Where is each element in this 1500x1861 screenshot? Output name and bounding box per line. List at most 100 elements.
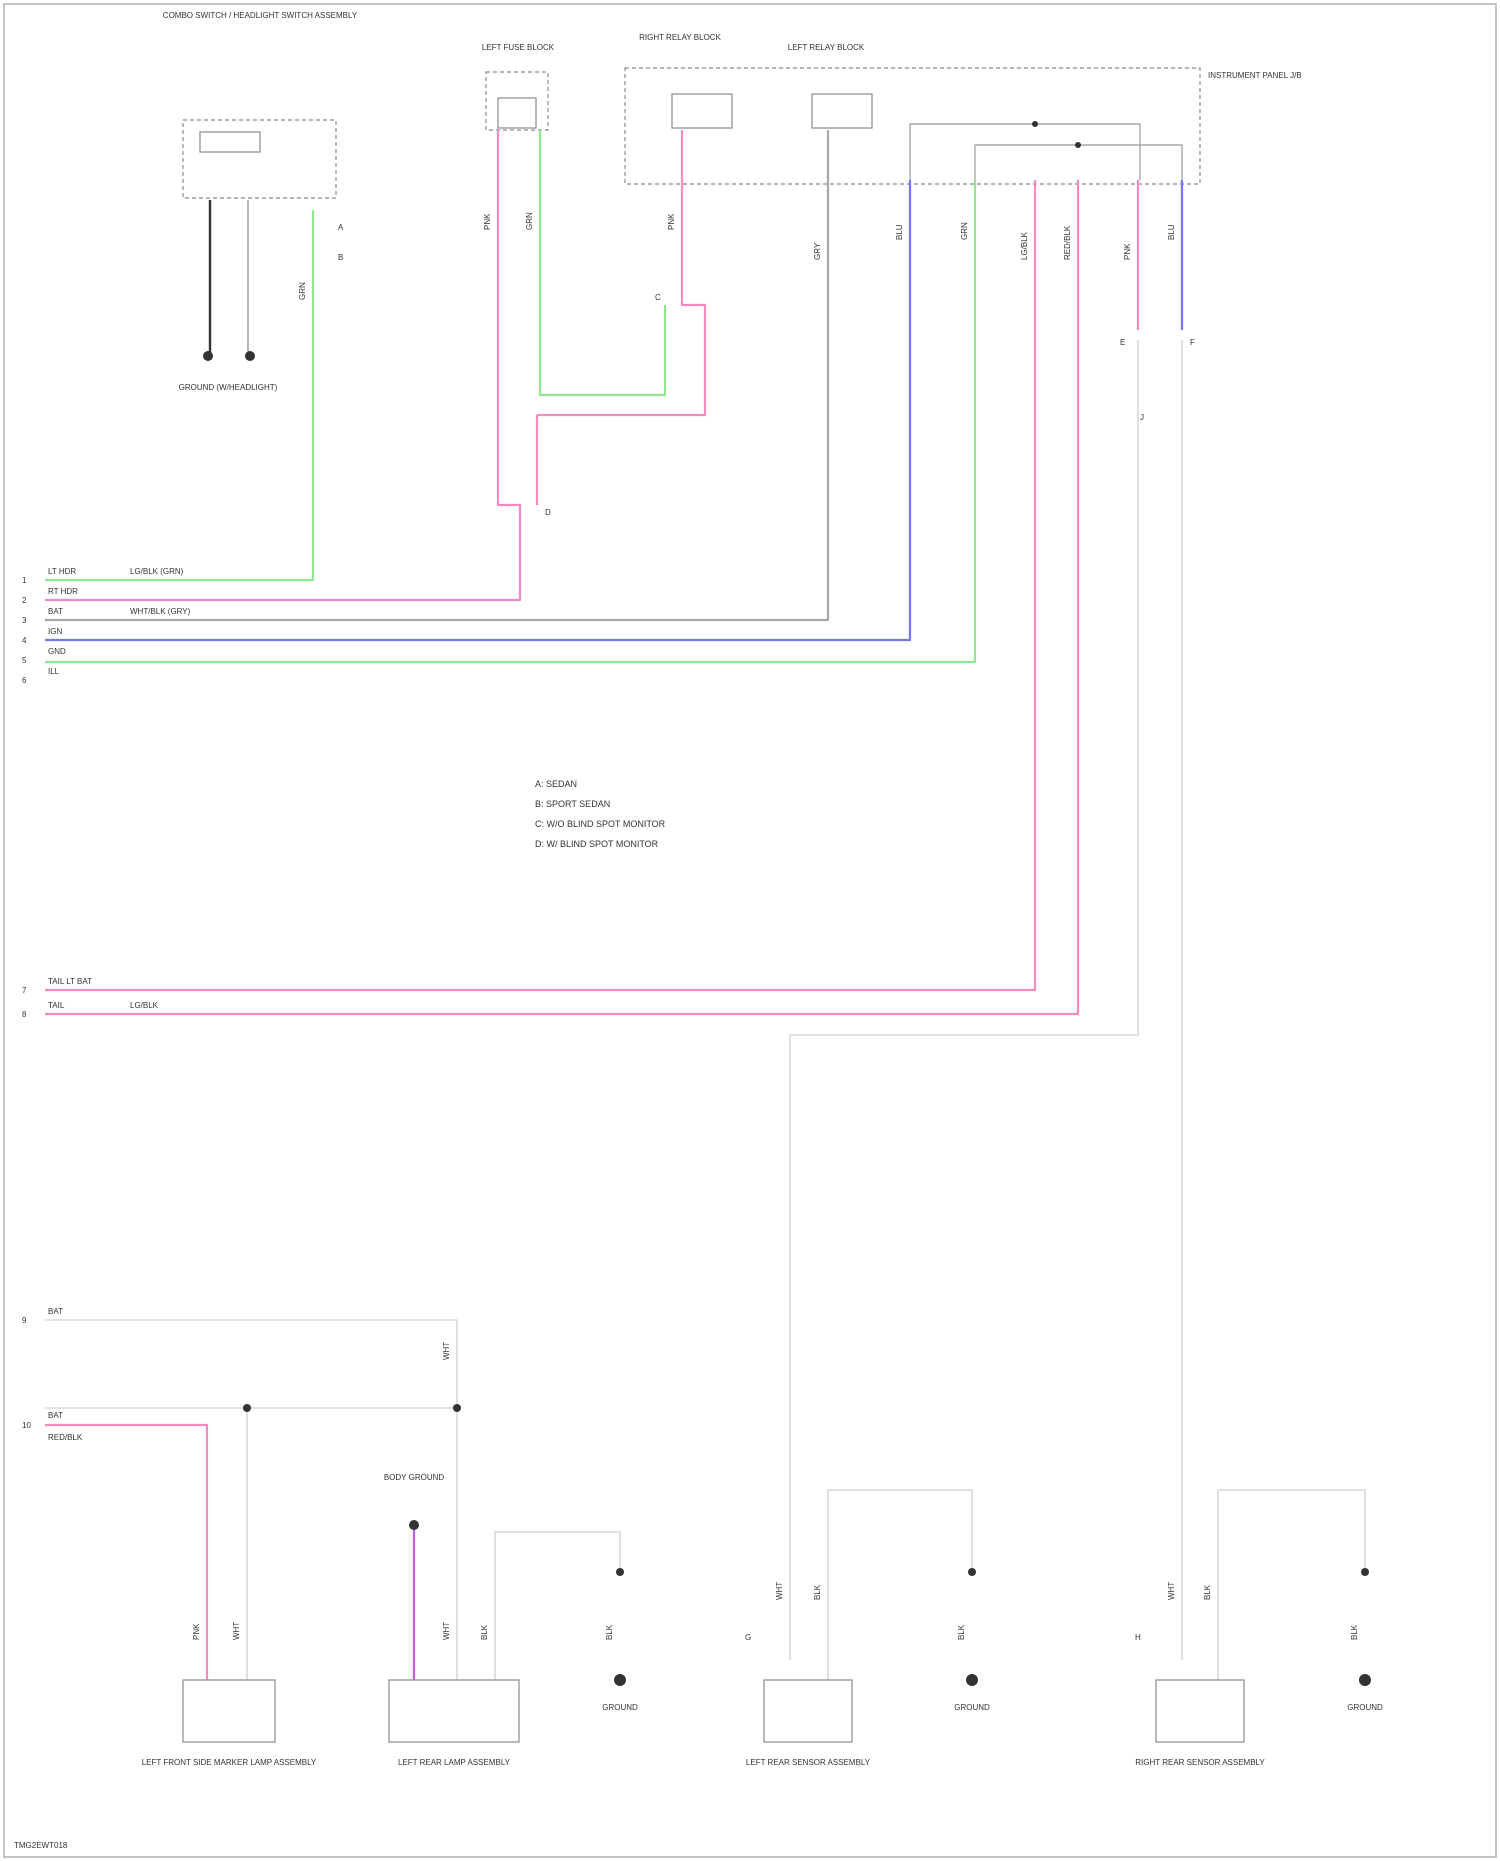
wire-gray-ground-c: [1218, 1490, 1365, 1680]
wire-label-pink-fuse: PNK: [483, 213, 492, 230]
wire-label-white-a: WHT: [442, 1342, 451, 1360]
signal-wire-3: WHT/BLK (GRY): [130, 607, 191, 616]
wire-label-white-b: WHT: [232, 1622, 241, 1640]
signal-pin-6: 6: [22, 676, 27, 685]
mid-signal-wire-8: LG/BLK: [130, 1001, 159, 1010]
combo-switch-title: COMBO SWITCH / HEADLIGHT SWITCH ASSEMBLY: [163, 11, 358, 20]
left-signal-labels: 1 LT HDR LG/BLK (GRN) 2 RT HDR 3 BAT WHT…: [22, 567, 191, 1442]
left-relay-block-label: LEFT RELAY BLOCK: [788, 43, 865, 52]
legend-item-4: D: W/ BLIND SPOT MONITOR: [535, 839, 659, 849]
connector-h: H: [1135, 1633, 1141, 1642]
wire-label-white-c: WHT: [442, 1622, 451, 1640]
combo-switch-component: COMBO SWITCH / HEADLIGHT SWITCH ASSEMBLY…: [163, 11, 358, 392]
ground-b-label: GROUND: [954, 1703, 990, 1712]
wire-label-black-e: BLK: [1203, 1584, 1212, 1600]
connector-tags: A B C D E F G H J: [338, 223, 1195, 1642]
wire-pink-tail-2: [45, 180, 1078, 1014]
connector-b: B: [338, 253, 343, 262]
relay-blocks-component: RIGHT RELAY BLOCK LEFT RELAY BLOCK INSTR…: [625, 33, 1302, 184]
legend-item-1: A: SEDAN: [535, 779, 577, 789]
connector-j: J: [1140, 413, 1144, 422]
connector-g: G: [745, 1633, 751, 1642]
wire-green-right: [45, 180, 975, 662]
ground-a-component: GROUND: [602, 1703, 638, 1712]
wire-gray-ground-b: [828, 1490, 972, 1680]
instrument-panel-jb-label: INSTRUMENT PANEL J/B: [1208, 71, 1302, 80]
bottom-signal-pin-10: 10: [22, 1421, 31, 1430]
signal-name-1: LT HDR: [48, 567, 76, 576]
front-lamp-component: LEFT FRONT SIDE MARKER LAMP ASSEMBLY: [142, 1680, 317, 1767]
wire-label-black-c: BLK: [813, 1584, 822, 1600]
body-ground-label: BODY GROUND: [384, 1473, 445, 1482]
wire-label-green-right: GRN: [960, 222, 969, 240]
wire-gray-bus: [910, 124, 1182, 180]
connector-a: A: [338, 223, 344, 232]
bottom-signal-name-10: BAT: [48, 1411, 63, 1420]
ground-b-component: GROUND: [954, 1703, 990, 1712]
mid-signal-pin-7: 7: [22, 986, 27, 995]
signal-name-2: RT HDR: [48, 587, 78, 596]
wire-label-black-f: BLK: [1350, 1624, 1359, 1640]
wire-label-pink-right: PNK: [1123, 243, 1132, 260]
wire-label-white-d: WHT: [775, 1582, 784, 1600]
wire-label-white-e: WHT: [1167, 1582, 1176, 1600]
mid-signal-pin-8: 8: [22, 1010, 27, 1019]
wire-gray-ground-a: [495, 1532, 620, 1680]
diagram-frame: [4, 4, 1496, 1857]
wire-pink-bottom: [45, 1425, 207, 1680]
wire-color-labels: GRN PNK GRN PNK GRY BLU GRN LG/BLK RED/B…: [192, 212, 1359, 1640]
ground-a-label: GROUND: [602, 1703, 638, 1712]
wire-label-black-b: BLK: [605, 1624, 614, 1640]
left-fuse-block-component: LEFT FUSE BLOCK: [482, 43, 555, 130]
signal-name-4: IGN: [48, 627, 62, 636]
bottom-signal-pin-9: 9: [22, 1316, 27, 1325]
combo-switch-ground-label: GROUND (W/HEADLIGHT): [179, 383, 278, 392]
signal-name-6: ILL: [48, 667, 60, 676]
wire-label-blue-right: BLU: [1167, 224, 1176, 240]
wire-light-left-sensor: [790, 340, 1138, 1660]
wire-label-black-d: BLK: [957, 1624, 966, 1640]
mid-signal-name-8: TAIL: [48, 1001, 65, 1010]
wire-label-blue: BLU: [895, 224, 904, 240]
mid-signal-name-7: TAIL LT BAT: [48, 977, 92, 986]
signal-pin-4: 4: [22, 636, 27, 645]
connector-e: E: [1120, 338, 1125, 347]
footer-code: TMG2EWT018: [14, 1841, 68, 1850]
connector-f: F: [1190, 338, 1195, 347]
rear-lamp-label: LEFT REAR LAMP ASSEMBLY: [398, 1758, 511, 1767]
wire-label-gray-relay: GRY: [813, 242, 822, 260]
wire-pink-relay: [537, 130, 705, 415]
connector-c: C: [655, 293, 661, 302]
wire-gray-relay: [45, 130, 828, 620]
left-sensor-label: LEFT REAR SENSOR ASSEMBLY: [746, 1758, 871, 1767]
ground-c-label: GROUND: [1347, 1703, 1383, 1712]
legend-item-3: C: W/O BLIND SPOT MONITOR: [535, 819, 666, 829]
signal-pin-1: 1: [22, 576, 27, 585]
wire-label-tail-2: RED/BLK: [1063, 225, 1072, 260]
wire-label-tail-1: LG/BLK: [1020, 231, 1029, 260]
wire-label-black-a: BLK: [480, 1624, 489, 1640]
signal-pin-2: 2: [22, 596, 27, 605]
right-sensor-component: RIGHT REAR SENSOR ASSEMBLY: [1135, 1680, 1265, 1767]
bottom-signal-wire-10: RED/BLK: [48, 1433, 83, 1442]
wire-label-pink-bottom: PNK: [192, 1623, 201, 1640]
rear-lamp-component: LEFT REAR LAMP ASSEMBLY: [389, 1680, 519, 1767]
wire-green-fuse: [540, 130, 665, 395]
wire-label-green-combo: GRN: [298, 282, 307, 300]
legend: A: SEDAN B: SPORT SEDAN C: W/O BLIND SPO…: [535, 779, 666, 849]
right-sensor-label: RIGHT REAR SENSOR ASSEMBLY: [1135, 1758, 1265, 1767]
ground-c-component: GROUND: [1347, 1703, 1383, 1712]
right-relay-block-label: RIGHT RELAY BLOCK: [639, 33, 721, 42]
wire-pink-fuse-a: [45, 130, 520, 600]
left-sensor-component: LEFT REAR SENSOR ASSEMBLY: [746, 1680, 871, 1767]
wire-green-combo: [45, 210, 313, 580]
wire-label-green-fuse: GRN: [525, 212, 534, 230]
wire-light-bat-top: [45, 1320, 457, 1408]
body-ground-component: BODY GROUND: [384, 1473, 445, 1482]
front-lamp-label: LEFT FRONT SIDE MARKER LAMP ASSEMBLY: [142, 1758, 317, 1767]
signal-wire-1: LG/BLK (GRN): [130, 567, 184, 576]
wire-label-pink-relay: PNK: [667, 213, 676, 230]
legend-item-2: B: SPORT SEDAN: [535, 799, 610, 809]
signal-name-3: BAT: [48, 607, 63, 616]
